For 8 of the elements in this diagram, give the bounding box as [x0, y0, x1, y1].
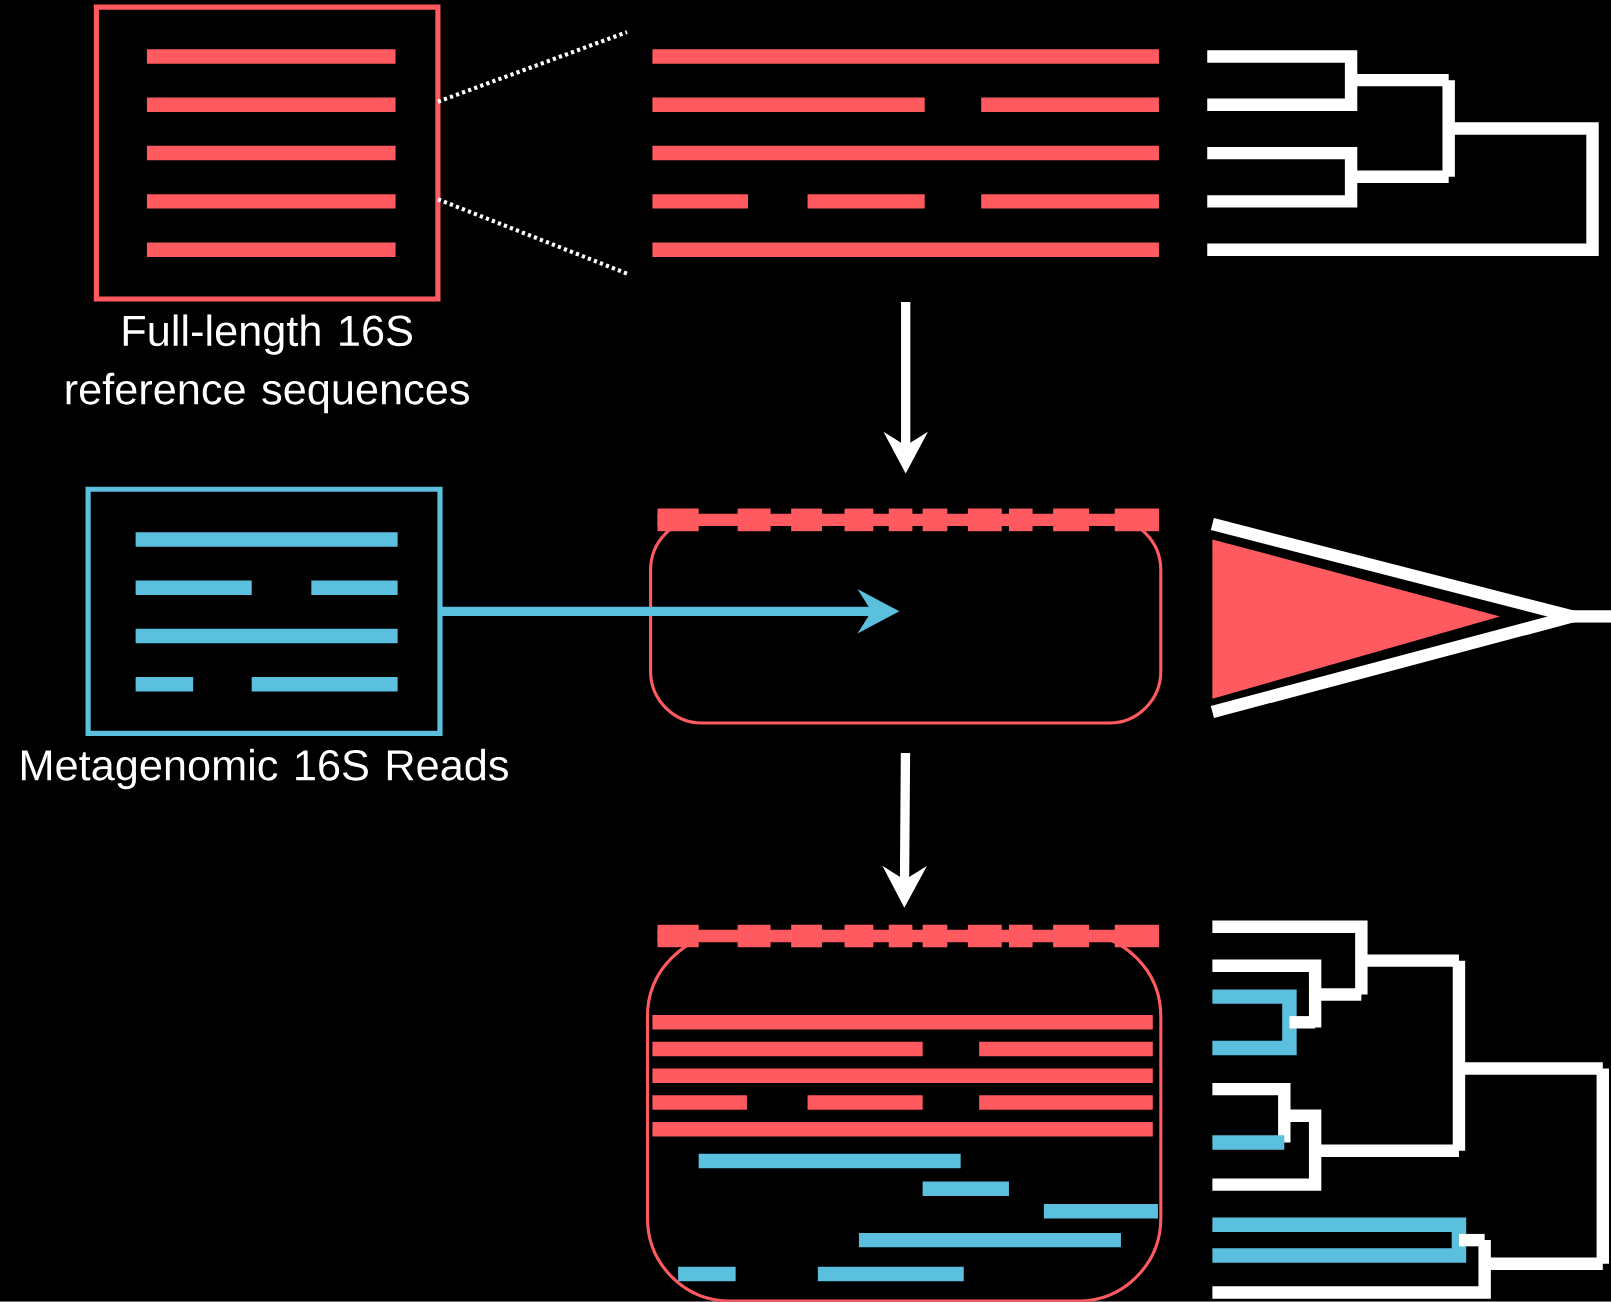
- tree-drawing: [1207, 50, 1599, 256]
- alignment-drawing: [652, 49, 1159, 258]
- reads-box: Metagenomic 16S Reads: [22, 486, 508, 790]
- tree-drawing: [1212, 920, 1609, 1299]
- zoom-line: [437, 197, 628, 276]
- zoom-line: [437, 30, 628, 104]
- reference-box: Full-length 16S reference sequences: [66, 4, 469, 414]
- collapsed-tree-drawing: [1210, 518, 1611, 719]
